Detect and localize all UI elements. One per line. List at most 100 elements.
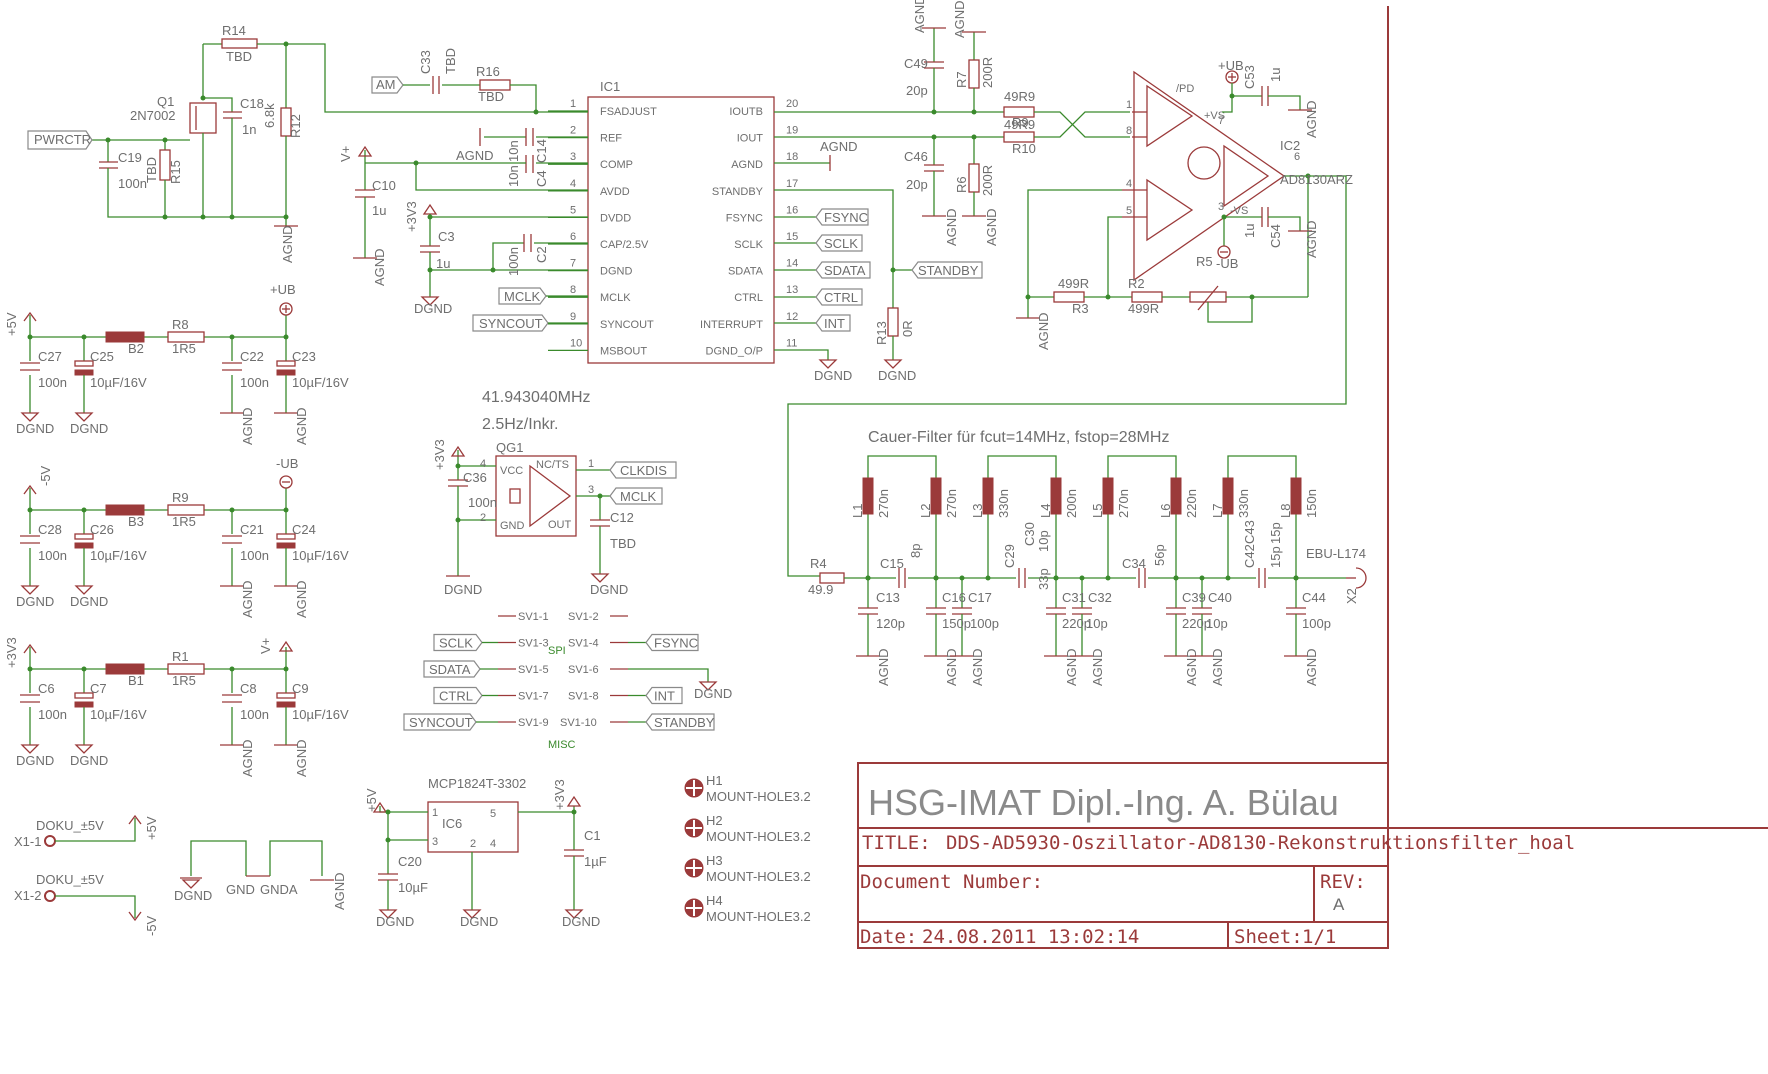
series-cap-gap: [1256, 568, 1268, 588]
junction-dot: [1225, 575, 1231, 581]
dgnd-symbol: [74, 585, 94, 595]
sv1-right-label[interactable]: [645, 713, 715, 731]
junction-dot: [959, 575, 965, 581]
fsync-label-ic1[interactable]: FSYNC: [815, 208, 869, 226]
inductor-name: L4: [1038, 504, 1053, 518]
am-text[interactable]: AM: [376, 77, 396, 92]
agnd-label: AGND: [294, 580, 309, 618]
plus5v-label: +5V: [4, 312, 19, 336]
c4-name: C4: [534, 170, 549, 187]
series-cap-value: 33p: [1036, 568, 1051, 590]
inductor: [1290, 477, 1302, 515]
ic1-pin-number: 3: [570, 151, 576, 163]
ic2-vsn: -VS: [1230, 205, 1248, 217]
ic2-supply: [1217, 70, 1312, 259]
cap-value: 100n: [240, 375, 269, 390]
junction-dot: [1173, 575, 1179, 581]
sv1-pin-label: SV1-4: [568, 638, 599, 650]
title-value: DDS-AD5930-Oszillator-AD8130-Rekonstrukt…: [946, 832, 1575, 854]
gnda-label: GNDA: [260, 882, 298, 897]
regulator-name: IC6: [442, 816, 462, 831]
svg-text:1: 1: [1126, 99, 1132, 111]
qg1-name: QG1: [496, 440, 523, 455]
dgnd-c12: DGND: [590, 582, 628, 597]
plusub-label: +UB: [270, 282, 296, 297]
mclk-label-qg1[interactable]: MCLK: [609, 487, 663, 505]
r7-value: 200R: [980, 57, 995, 88]
ic1-pin-number: 10: [570, 337, 582, 349]
inductor: [1170, 477, 1182, 515]
minus5v-arrow: [23, 484, 37, 495]
syncout-label-ic1[interactable]: SYNCOUT: [472, 314, 588, 332]
series-cap-name: C30: [1022, 522, 1037, 546]
dgnd-symbol: [74, 744, 94, 754]
ferrite-bead: [105, 663, 145, 675]
c10-section: [353, 145, 377, 259]
sv1-left-label[interactable]: [423, 660, 481, 678]
sv1-left-label[interactable]: [433, 633, 483, 652]
agnd-q1: AGND: [280, 225, 295, 263]
clkdis-label[interactable]: CLKDIS: [609, 461, 677, 479]
mount-hole-name: H3: [706, 853, 723, 868]
pwrctr-label[interactable]: PWRCTR: [27, 130, 93, 150]
ic1-right-wiring: [774, 111, 1004, 369]
ic1-pin-name: MCLK: [600, 292, 631, 304]
date-label: Date:: [860, 926, 917, 948]
sv1-left-label[interactable]: [403, 713, 477, 731]
dgnd-label: DGND: [16, 421, 54, 436]
c36-value: 100n: [468, 495, 497, 510]
inductor: [930, 477, 942, 515]
c14-name: C14: [534, 139, 549, 163]
ic1-pin-number: 9: [570, 311, 576, 323]
cap-name: C22: [240, 349, 264, 364]
int-label-ic1[interactable]: INT: [815, 314, 851, 332]
cap-value: 100n: [240, 548, 269, 563]
ferrite-bead: [105, 504, 145, 516]
ic1-pin-number: 15: [786, 231, 798, 243]
mclk-label-ic1[interactable]: MCLK: [498, 287, 588, 305]
cap-value: 100n: [240, 707, 269, 722]
dgnd-c1: DGND: [562, 914, 600, 929]
shunt-cap-name: C17: [968, 590, 992, 605]
ic1-pin-number: 2: [570, 125, 576, 137]
r10-name: R10: [1012, 141, 1036, 156]
c10-name: C10: [372, 178, 396, 193]
agnd-r6: AGND: [984, 208, 999, 246]
mount-holes: H1MOUNT-HOLE3.2H2MOUNT-HOLE3.2H3MOUNT-HO…: [684, 773, 811, 924]
sv1-left-label-text: SCLK: [439, 636, 473, 651]
qg1-out: OUT: [548, 519, 572, 531]
junction-dot: [81, 507, 87, 513]
ic2-pin-numbers: 18 45 673: [1126, 99, 1300, 217]
plusub-ic2: +UB: [1218, 58, 1244, 73]
dgnd-doku: DGND: [174, 888, 212, 903]
inductor-name: L5: [1090, 504, 1105, 518]
inductor-wire: [867, 455, 937, 578]
svg-text:3: 3: [1218, 201, 1224, 213]
c36-name: C36: [463, 470, 487, 485]
spi-label: SPI: [548, 645, 566, 657]
inductor-name: L7: [1210, 504, 1225, 518]
c49-value: 20p: [906, 83, 928, 98]
doku1-label: DOKU_±5V: [36, 818, 104, 833]
supply-wire: [29, 488, 106, 511]
misc-label: MISC: [548, 739, 576, 751]
series-cap-value: 15p: [1268, 546, 1283, 568]
r15-name: R15: [168, 160, 183, 184]
sdata-label-ic1[interactable]: SDATA: [815, 261, 871, 279]
minusub-label: -UB: [276, 456, 298, 471]
series-cap-value: 15p: [1268, 522, 1283, 544]
sv1-right-label[interactable]: [645, 633, 699, 652]
sv1-left-label[interactable]: [433, 686, 483, 705]
agnd-label: AGND: [240, 739, 255, 777]
sclk-label-ic1[interactable]: SCLK: [815, 234, 863, 252]
r4-value: 49.9: [808, 582, 833, 597]
dgnd-label: DGND: [70, 753, 108, 768]
vplus-symbol: [278, 640, 294, 652]
mclk-qg1-text: MCLK: [620, 489, 656, 504]
sv1-right-label[interactable]: [645, 686, 683, 705]
standby-label-ic1[interactable]: STANDBY: [911, 261, 983, 279]
ctrl-label-ic1[interactable]: CTRL: [815, 288, 863, 306]
ic1-pin-number: 16: [786, 204, 798, 216]
c18-value: 1n: [242, 122, 256, 137]
